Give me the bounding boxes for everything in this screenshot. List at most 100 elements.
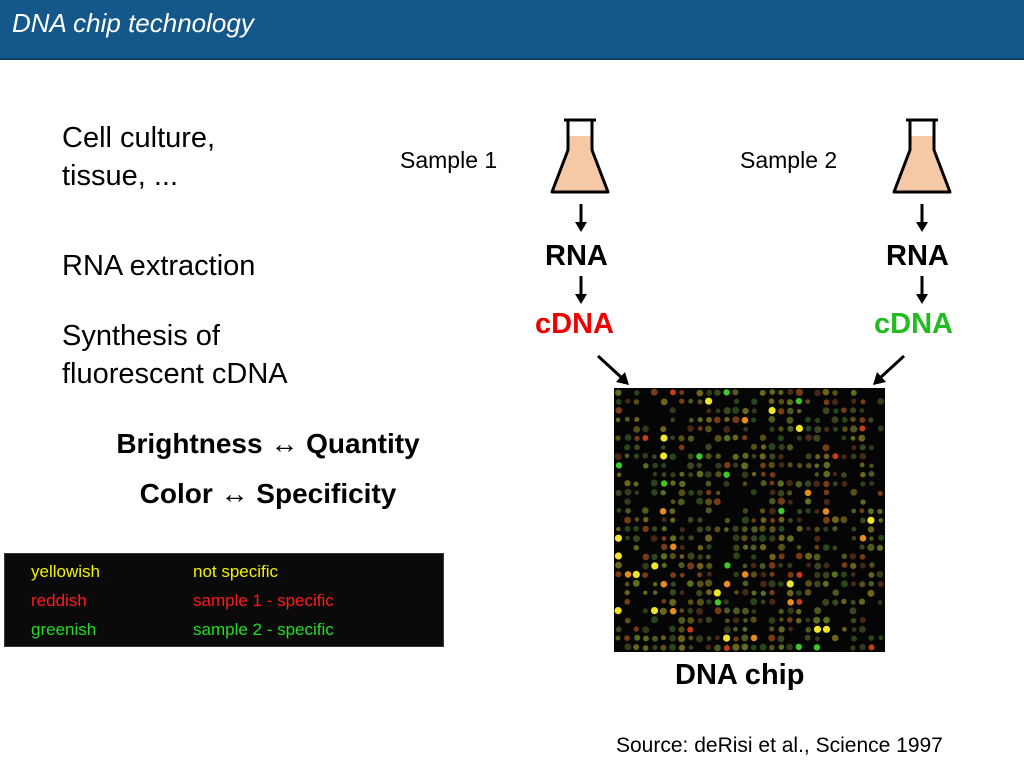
- microarray-spot: [706, 408, 712, 414]
- microarray-spot: [769, 480, 775, 486]
- microarray-spot: [778, 408, 785, 415]
- microarray-spot: [741, 471, 749, 478]
- microarray-spot: [669, 589, 677, 596]
- microarray-spot: [660, 644, 667, 651]
- microarray-spot: [778, 462, 785, 468]
- microarray-spot: [823, 516, 830, 524]
- microarray-spot: [778, 507, 785, 515]
- microarray-spot: [768, 398, 775, 404]
- microarray-spot: [742, 589, 749, 596]
- microarray-spot: [815, 636, 820, 642]
- microarray-spot: [859, 544, 865, 550]
- microarray-spot: [769, 571, 775, 577]
- microarray-spot: [859, 534, 867, 542]
- microarray-spot: [814, 535, 821, 542]
- microarray-spot: [651, 562, 659, 570]
- microarray-spot: [814, 426, 822, 433]
- microarray-spot: [777, 635, 785, 643]
- microarray-spot: [687, 462, 695, 470]
- microarray-spot: [751, 417, 757, 423]
- microarray-spot: [678, 444, 685, 451]
- microarray-spot: [842, 426, 848, 432]
- microarray-spot: [742, 580, 749, 587]
- microarray-spot: [670, 581, 676, 587]
- microarray-spot: [841, 580, 848, 588]
- microarray-spot: [743, 426, 748, 432]
- microarray-spot: [759, 389, 766, 396]
- microarray-spot: [714, 599, 722, 606]
- microarray-spot: [805, 453, 812, 460]
- microarray-spot: [741, 516, 750, 524]
- microarray-spot: [642, 435, 649, 441]
- arrow-down-icon: [916, 204, 928, 232]
- microarray-spot: [724, 562, 731, 569]
- microarray-spot: [814, 545, 820, 550]
- microarray-spot: [851, 635, 857, 642]
- cdna-label-1: cDNA: [535, 308, 614, 340]
- microarray-spot: [705, 443, 712, 451]
- microarray-spot: [670, 572, 676, 578]
- microarray-spot: [669, 598, 677, 606]
- microarray-spot: [760, 590, 766, 596]
- step-cell-culture: Cell culture, tissue, ...: [62, 122, 216, 192]
- microarray-spot: [877, 508, 883, 515]
- rna-label-2: RNA: [886, 240, 949, 272]
- microarray-spot: [660, 553, 668, 560]
- microarray-spot: [714, 434, 722, 442]
- legend-meaning: sample 1 - specific: [193, 591, 334, 610]
- microarray-spot: [769, 453, 776, 460]
- microarray-spot: [859, 617, 866, 624]
- microarray-spot: [878, 534, 885, 541]
- legend-meaning: not specific: [193, 562, 279, 581]
- rna-label-1: RNA: [545, 240, 608, 272]
- microarray-spot: [705, 425, 712, 433]
- microarray-spot: [750, 489, 757, 496]
- microarray-spot: [732, 462, 739, 468]
- microarray-spot: [661, 536, 667, 541]
- microarray-spot: [822, 508, 830, 515]
- microarray-spot: [859, 408, 865, 413]
- microarray-spot: [651, 526, 658, 532]
- microarray-spot: [786, 479, 793, 487]
- microarray-spot: [787, 407, 794, 415]
- microarray-spot: [614, 453, 622, 461]
- microarray-spot: [840, 516, 848, 524]
- microarray-spot: [678, 644, 686, 651]
- microarray-spot: [786, 580, 794, 588]
- microarray-spot: [696, 580, 704, 588]
- microarray-spot: [677, 498, 685, 506]
- microarray-spot: [652, 471, 658, 477]
- microarray-spot: [796, 618, 802, 624]
- microarray-spot: [751, 471, 757, 477]
- microarray-spot: [715, 471, 722, 478]
- microarray-spot: [642, 562, 649, 570]
- microarray-spot: [705, 554, 711, 560]
- microarray-spot: [625, 535, 630, 541]
- microarray-spot: [715, 462, 722, 469]
- microarray-spot: [797, 508, 803, 515]
- microarray-spot: [615, 626, 622, 633]
- microarray-spot: [786, 444, 794, 451]
- microarray-spot: [659, 508, 667, 515]
- microarray-spot: [741, 571, 749, 578]
- microarray-spot: [751, 518, 756, 523]
- microarray-spot: [823, 498, 830, 506]
- microarray-spot: [760, 462, 766, 469]
- microarray-spot: [842, 627, 847, 632]
- microarray-spot: [687, 580, 694, 587]
- microarray-spot: [696, 526, 703, 533]
- microarray-spot: [725, 618, 730, 623]
- microarray-spot: [841, 435, 847, 441]
- microarray-spot: [687, 453, 694, 460]
- microarray-spot: [669, 407, 676, 414]
- microarray-spot: [805, 617, 811, 623]
- microarray-spot: [687, 552, 695, 560]
- microarray-spot: [652, 644, 658, 651]
- microarray-spot: [867, 589, 875, 597]
- microarray-spot: [769, 389, 776, 395]
- microarray-spot: [642, 572, 648, 578]
- microarray-spot: [833, 426, 838, 432]
- microarray-spot: [768, 507, 776, 515]
- microarray-spot: [687, 599, 694, 605]
- microarray-spot: [759, 508, 766, 514]
